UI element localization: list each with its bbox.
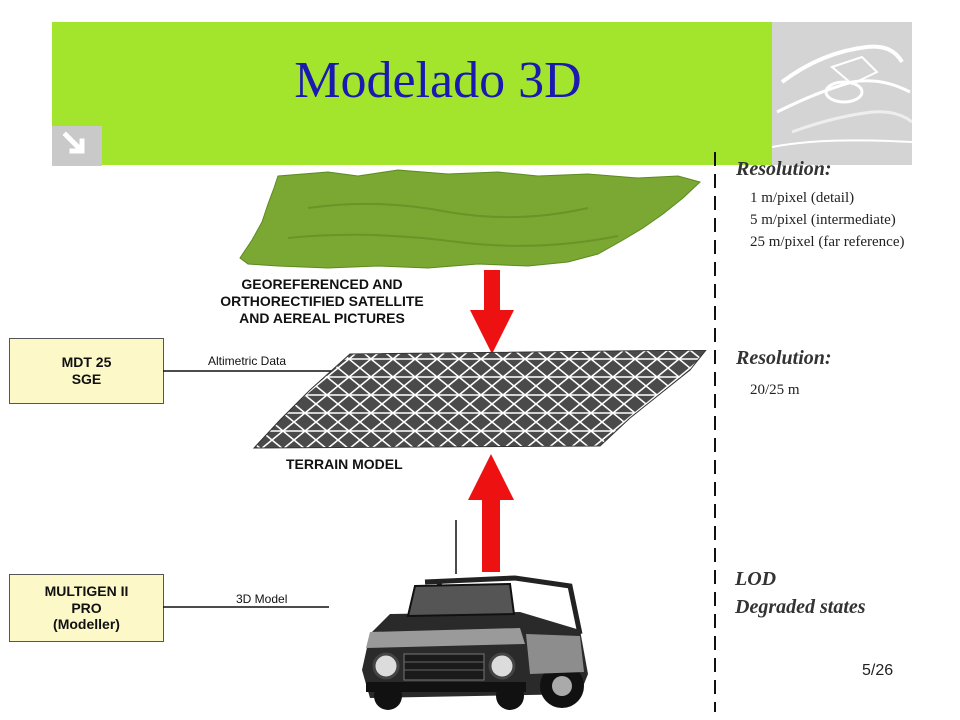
mdt-line1: MDT 25 [61, 354, 112, 371]
red-up-arrow [468, 454, 514, 572]
satellite-caption: GEOREFERENCED AND ORTHORECTIFIED SATELLI… [188, 276, 456, 326]
page-title: Modelado 3D [294, 52, 582, 109]
terrain-mesh-image [252, 350, 707, 449]
arrow-down-right-icon [62, 131, 85, 154]
resolution-line-1: 1 m/pixel (detail) [750, 190, 855, 206]
satellite-caption-line1: GEOREFERENCED AND [241, 276, 403, 292]
vertical-connector-line [455, 520, 457, 574]
dashed-divider [714, 152, 716, 712]
satellite-terrain-image [239, 169, 701, 269]
degraded-states-heading: Degraded states [735, 596, 866, 618]
page-number: 5/26 [862, 662, 894, 679]
multigen-box: MULTIGEN II PRO (Modeller) [9, 574, 164, 642]
corner-decoration-image [772, 22, 912, 165]
mdt-box: MDT 25 SGE [9, 338, 164, 404]
altimetric-data-label: Altimetric Data [208, 354, 287, 368]
satellite-caption-line2: ORTHORECTIFIED SATELLITE [220, 292, 424, 309]
title-banner [52, 22, 772, 165]
next-button[interactable] [52, 126, 102, 166]
terrain-model-caption: TERRAIN MODEL [286, 456, 403, 472]
resolution-heading-top: Resolution: [736, 158, 832, 180]
vehicle-image [330, 574, 598, 712]
resolution-mid-line-1: 20/25 m [750, 382, 800, 398]
3d-model-label: 3D Model [236, 592, 288, 606]
mdt-line2: SGE [71, 371, 102, 387]
satellite-caption-line3: AND AEREAL PICTURES [239, 309, 405, 326]
red-down-arrow [470, 270, 514, 354]
multigen-line2: PRO [71, 599, 102, 616]
multigen-line1: MULTIGEN II [44, 582, 129, 599]
lod-heading: LOD [735, 568, 777, 590]
multigen-line3: (Modeller) [53, 616, 120, 633]
resolution-heading-mid: Resolution: [736, 347, 832, 369]
resolution-line-3: 25 m/pixel (far reference) [750, 234, 905, 250]
3d-model-line [163, 606, 329, 608]
resolution-line-2: 5 m/pixel (intermediate) [750, 212, 896, 228]
